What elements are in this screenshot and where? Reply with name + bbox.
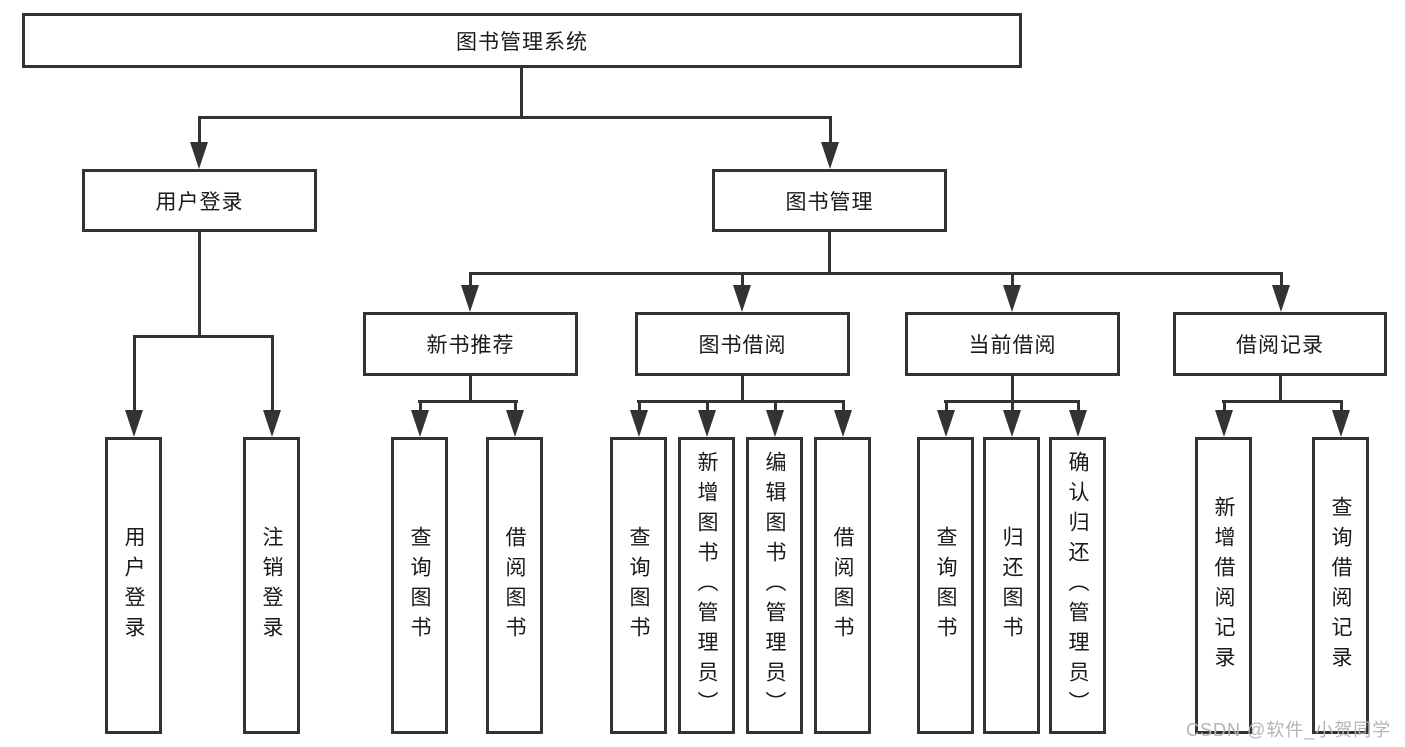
- edge-leaf-add-book-drop: [706, 400, 709, 414]
- node-leaf-query-borrow-record: 查询借阅记录: [1312, 437, 1369, 734]
- arrowhead-book-mgmt: [821, 142, 839, 169]
- edge-user-login-stem: [198, 232, 201, 337]
- node-leaf-query-borrow-record-label: 查询借阅记录: [1329, 495, 1353, 676]
- edge-book-mgmt-drop: [829, 116, 832, 146]
- edge-book-mgmt-stem: [828, 232, 831, 275]
- node-leaf-logout-label: 注销登录: [260, 525, 284, 646]
- node-leaf-query-books-recommend-label: 查询图书: [408, 525, 432, 646]
- arrowhead-new-book: [461, 285, 479, 312]
- node-leaf-add-book-admin: 新增图书（管理员）: [678, 437, 735, 734]
- edge-level2-rail: [198, 116, 832, 119]
- edge-new-book-rail: [418, 400, 518, 403]
- node-book-management: 图书管理: [712, 169, 947, 232]
- node-user-login-label: 用户登录: [155, 190, 244, 214]
- edge-new-book-drop: [469, 272, 472, 288]
- node-leaf-borrow-books-label: 借阅图书: [831, 525, 855, 646]
- arrowhead-leaf-query-record: [1332, 410, 1350, 437]
- edge-book-borrow-rail: [637, 400, 845, 403]
- edge-leaf-borrow-bb-drop: [842, 400, 845, 414]
- node-book-borrow-label: 图书借阅: [698, 334, 787, 357]
- node-borrow-records-label: 借阅记录: [1236, 334, 1324, 357]
- node-borrow-records: 借阅记录: [1173, 312, 1387, 376]
- node-leaf-edit-book-admin-label: 编辑图书（管理员）: [763, 450, 787, 721]
- edge-new-book-stem: [469, 374, 472, 403]
- edge-book-borrow-drop: [741, 272, 744, 288]
- edge-leaf-add-record-drop: [1223, 400, 1226, 414]
- node-leaf-query-books-current: 查询图书: [917, 437, 974, 734]
- edge-leaf-return-drop: [1011, 400, 1014, 414]
- node-leaf-add-borrow-record: 新增借阅记录: [1195, 437, 1252, 734]
- node-new-book-recommend: 新书推荐: [363, 312, 578, 376]
- edge-leaf-query-cb-drop: [945, 400, 948, 414]
- node-leaf-confirm-return-admin: 确认归还（管理员）: [1049, 437, 1106, 734]
- edge-leaf-confirm-return-drop: [1077, 400, 1080, 414]
- edge-borrow-records-stem: [1279, 374, 1282, 403]
- edge-borrow-records-drop: [1280, 272, 1283, 288]
- edge-leaf-login-drop: [133, 335, 136, 415]
- arrowhead-leaf-edit-book: [766, 410, 784, 437]
- edge-leaf-query-bb-drop: [638, 400, 641, 414]
- node-leaf-add-borrow-record-label: 新增借阅记录: [1212, 495, 1236, 676]
- node-leaf-query-books-current-label: 查询图书: [934, 525, 958, 646]
- node-leaf-return-book: 归还图书: [983, 437, 1040, 734]
- csdn-watermark: CSDN @软件_小贺同学: [1186, 720, 1392, 740]
- node-book-borrow: 图书借阅: [635, 312, 850, 376]
- node-leaf-confirm-return-admin-label: 确认归还（管理员）: [1066, 450, 1090, 721]
- edge-book-borrow-stem: [741, 374, 744, 403]
- arrowhead-leaf-add-book: [698, 410, 716, 437]
- node-user-login: 用户登录: [82, 169, 317, 232]
- node-root-label: 图书管理系统: [456, 30, 588, 54]
- node-leaf-logout: 注销登录: [243, 437, 300, 734]
- edge-leaf-logout-drop: [271, 335, 274, 415]
- arrowhead-borrow-records: [1272, 285, 1290, 312]
- edge-level3-rail: [469, 272, 1283, 275]
- node-root: 图书管理系统: [22, 13, 1022, 68]
- edge-root-stem: [520, 68, 523, 118]
- arrowhead-current-borrow: [1003, 285, 1021, 312]
- arrowhead-leaf-borrow-rec: [506, 410, 524, 437]
- arrowhead-user-login: [190, 142, 208, 169]
- node-leaf-borrow-books: 借阅图书: [814, 437, 871, 734]
- node-new-book-recommend-label: 新书推荐: [426, 334, 515, 357]
- edge-current-borrow-stem: [1011, 374, 1014, 403]
- arrowhead-book-borrow: [733, 285, 751, 312]
- edge-user-login-drop: [198, 116, 201, 146]
- arrowhead-leaf-login: [125, 410, 143, 437]
- edge-user-login-rail: [133, 335, 274, 338]
- edge-leaf-query-record-drop: [1340, 400, 1343, 414]
- node-book-management-label: 图书管理: [785, 190, 874, 214]
- arrowhead-leaf-confirm-return: [1069, 410, 1087, 437]
- node-leaf-borrow-books-recommend-label: 借阅图书: [503, 525, 527, 646]
- node-leaf-query-books-borrow: 查询图书: [610, 437, 667, 734]
- node-leaf-return-book-label: 归还图书: [1000, 525, 1024, 646]
- node-leaf-user-login: 用户登录: [105, 437, 162, 734]
- arrowhead-leaf-add-record: [1215, 410, 1233, 437]
- node-leaf-edit-book-admin: 编辑图书（管理员）: [746, 437, 803, 734]
- node-leaf-add-book-admin-label: 新增图书（管理员）: [695, 450, 719, 721]
- arrowhead-leaf-borrow-bb: [834, 410, 852, 437]
- node-current-borrow-label: 当前借阅: [968, 334, 1057, 357]
- arrowhead-leaf-query-bb: [630, 410, 648, 437]
- node-leaf-query-books-borrow-label: 查询图书: [627, 525, 651, 646]
- node-leaf-user-login-label: 用户登录: [122, 525, 146, 646]
- arrowhead-leaf-return: [1003, 410, 1021, 437]
- node-leaf-borrow-books-recommend: 借阅图书: [486, 437, 543, 734]
- edge-leaf-borrow-rec-drop: [514, 400, 517, 414]
- arrowhead-leaf-query-cb: [937, 410, 955, 437]
- edge-leaf-query-rec-drop: [419, 400, 422, 414]
- edge-borrow-records-rail: [1222, 400, 1343, 403]
- arrowhead-leaf-query-rec: [411, 410, 429, 437]
- arrowhead-leaf-logout: [263, 410, 281, 437]
- node-current-borrow: 当前借阅: [905, 312, 1120, 376]
- edge-leaf-edit-book-drop: [774, 400, 777, 414]
- node-leaf-query-books-recommend: 查询图书: [391, 437, 448, 734]
- edge-current-borrow-drop: [1011, 272, 1014, 288]
